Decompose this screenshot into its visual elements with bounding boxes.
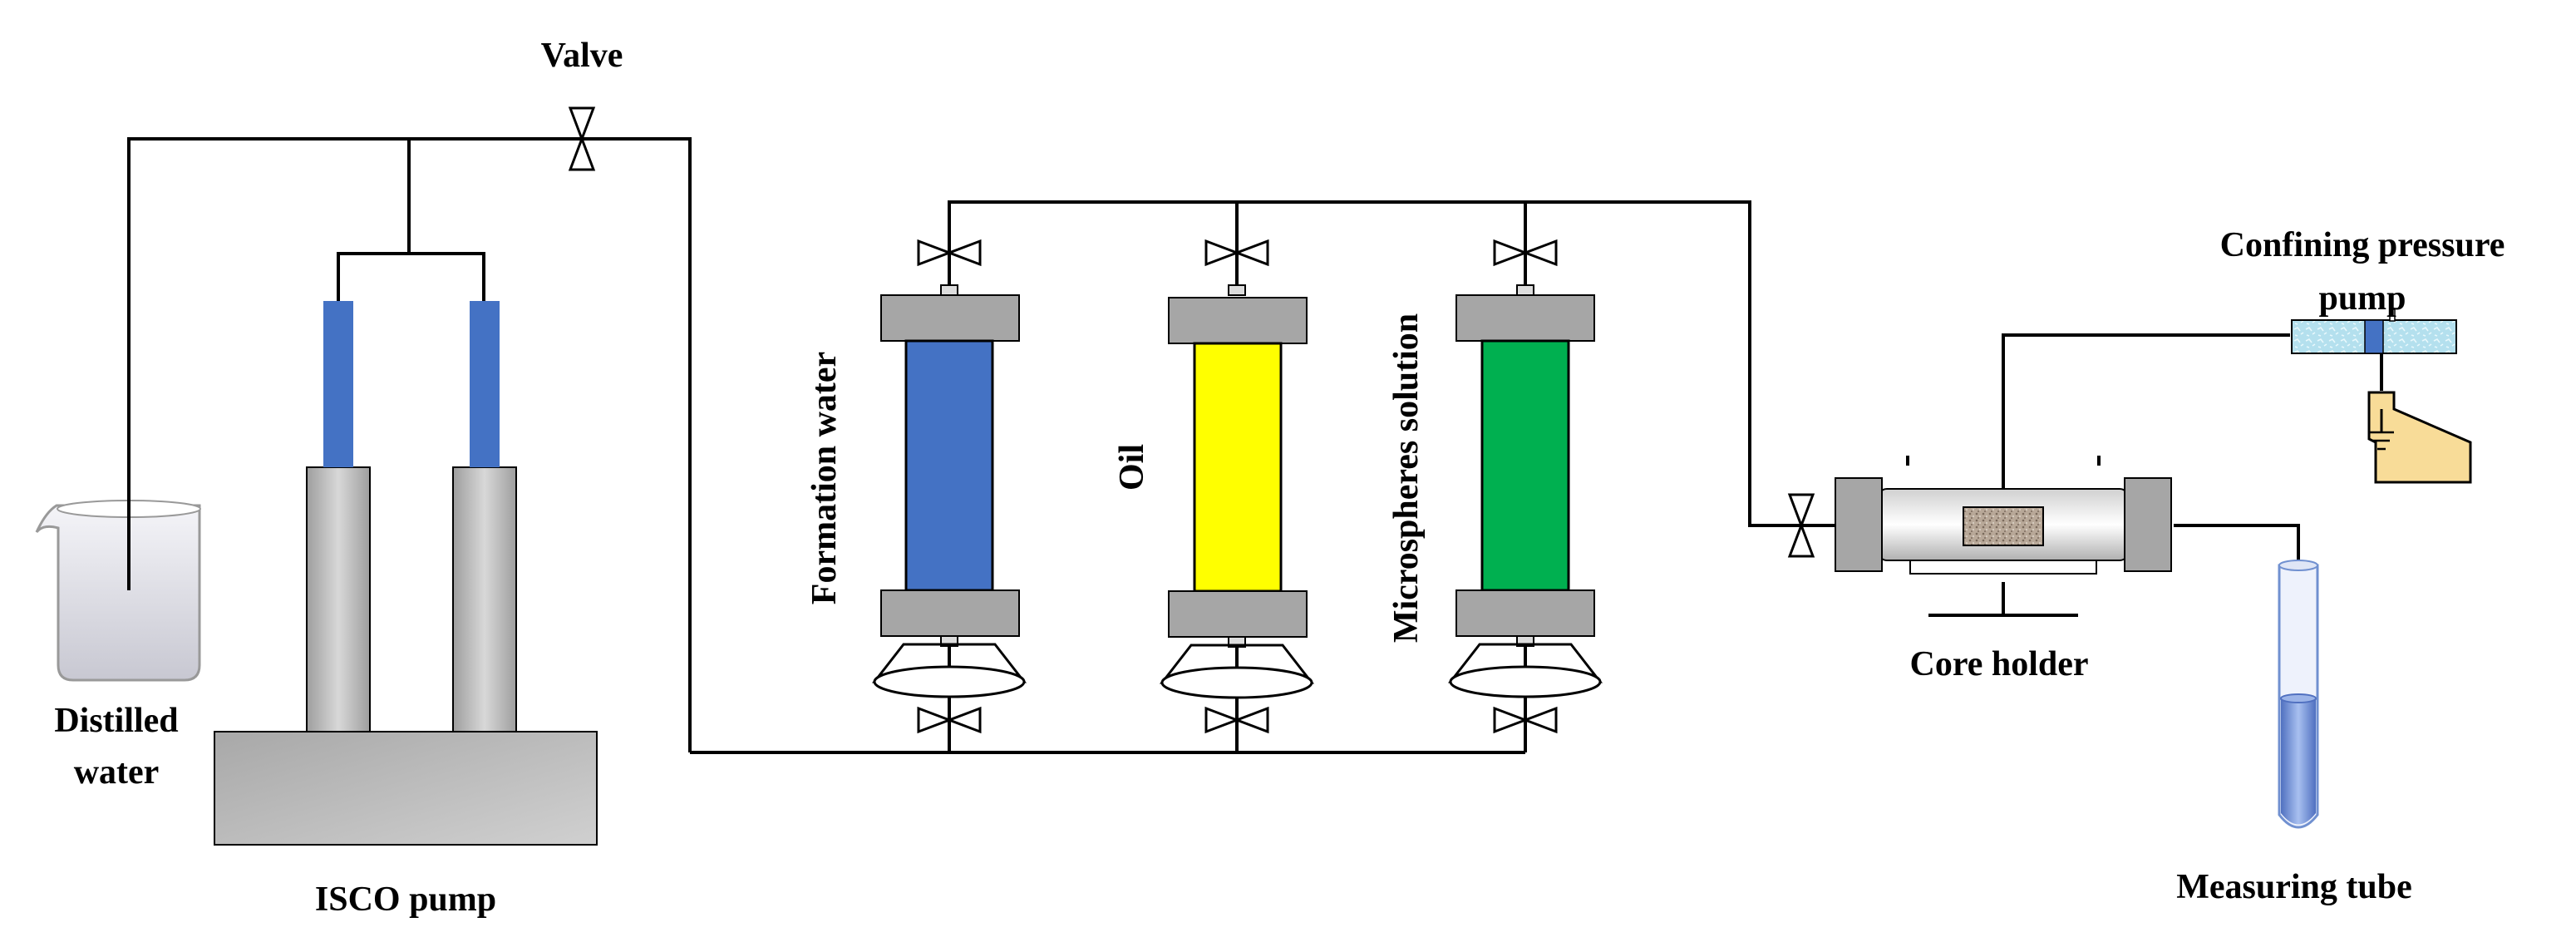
isco-pump-piston-left — [323, 301, 353, 467]
distilled-water-beaker — [35, 499, 201, 682]
valve-formation-water-bottom[interactable] — [917, 706, 982, 734]
label-confining-pressure-pump-line1: Confining pressure — [2220, 226, 2505, 264]
label-core-holder: Core holder — [1909, 645, 2088, 683]
isco-pump — [214, 301, 598, 846]
valve-top-inlet[interactable] — [568, 106, 596, 171]
confining-pressure-pump — [2291, 308, 2472, 484]
valve-oil-top[interactable] — [1204, 239, 1269, 267]
isco-pump-piston-right — [470, 301, 500, 467]
label-distilled-water-line1: Distilled — [54, 702, 178, 740]
core-holder — [1835, 456, 2172, 617]
isco-pump-cylinder-left — [306, 466, 371, 732]
valve-microspheres-top[interactable] — [1493, 239, 1558, 267]
valve-microspheres-bottom[interactable] — [1493, 706, 1558, 734]
label-confining-pressure-pump-line2: pump — [2318, 279, 2406, 318]
measuring-tube — [2278, 560, 2319, 829]
label-oil: Oil — [1113, 444, 1151, 491]
label-microspheres-solution: Microspheres solution — [1387, 313, 1426, 643]
label-measuring-tube: Measuring tube — [2176, 868, 2412, 906]
label-formation-water: Formation water — [805, 352, 844, 604]
isco-pump-base — [214, 731, 598, 846]
formation-water-container — [871, 284, 1027, 698]
label-isco-pump: ISCO pump — [315, 880, 496, 919]
label-distilled-water-line2: water — [74, 753, 160, 792]
valve-formation-water-top[interactable] — [917, 239, 982, 267]
piping — [127, 137, 2383, 754]
label-valve: Valve — [541, 37, 623, 75]
valve-core-holder-inlet[interactable] — [1787, 493, 1815, 558]
valve-oil-bottom[interactable] — [1204, 706, 1269, 734]
core-sample — [1963, 506, 2044, 546]
oil-container — [1159, 284, 1315, 699]
microspheres-solution-container — [1447, 284, 1603, 698]
isco-pump-cylinder-right — [452, 466, 517, 732]
